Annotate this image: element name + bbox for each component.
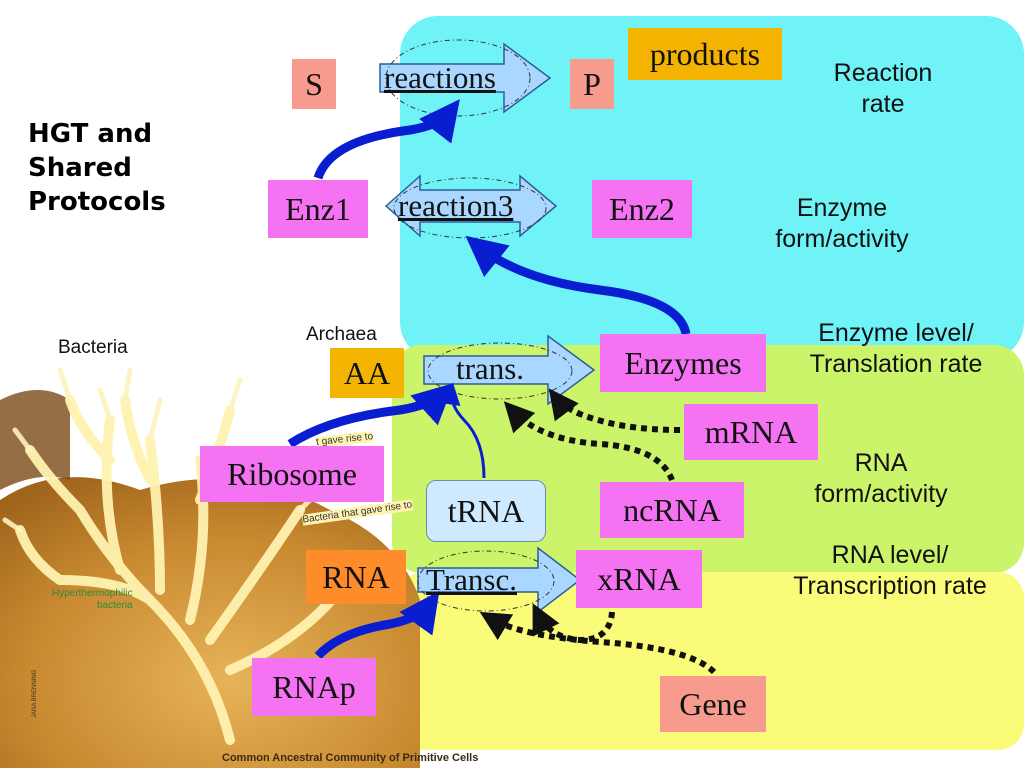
reaction3-double-arrow — [384, 174, 558, 238]
substrate-box: S — [292, 59, 336, 109]
gene-to-transc-dotted-arrow — [479, 611, 717, 675]
rnap-box: RNAp — [252, 658, 376, 716]
rna-form-label: RNA form/activity — [814, 449, 948, 509]
enz1-box: Enz1 — [268, 180, 368, 238]
transc-dashed-ellipse — [417, 550, 555, 612]
rna-level-label: RNA level/ Transcription rate — [793, 541, 987, 601]
archaea-label: Archaea — [306, 324, 377, 345]
bacteria-label: Bacteria — [58, 337, 128, 358]
product-box: P — [570, 59, 614, 109]
enzymes-to-reaction3-arrow — [465, 235, 691, 336]
reactions-label: reactions — [384, 60, 496, 95]
rnap-to-transc-arrow — [314, 590, 440, 660]
ribosome-box: Ribosome — [200, 446, 384, 502]
aa-box: AA — [330, 348, 404, 398]
enzyme-form-label: Enzyme form/activity — [775, 194, 909, 254]
common-ancestral-label: Common Ancestral Community of Primitive … — [222, 752, 479, 764]
products-box: products — [628, 28, 782, 80]
enz2-box: Enz2 — [592, 180, 692, 238]
slide-title: HGT and Shared Protocols — [28, 119, 166, 217]
reaction3-label: reaction3 — [398, 188, 514, 223]
reaction-rate-label: Reaction rate — [833, 59, 933, 119]
reactions-block-arrow — [379, 42, 552, 114]
rna-box: RNA — [306, 550, 406, 604]
ncrna-to-trans-dotted-arrow — [503, 401, 675, 482]
enzyme-level-label: Enzyme level/ Translation rate — [809, 319, 983, 379]
trans-label: trans. — [456, 351, 525, 386]
mrna-to-trans-dotted-arrow — [548, 388, 681, 433]
enz1-to-reactions-arrow — [313, 99, 460, 180]
ribosome-to-trans-arrow — [287, 383, 454, 448]
trna-to-trans-arrow — [439, 383, 486, 479]
trna-box: tRNA — [426, 480, 546, 542]
xrna-box: xRNA — [576, 550, 702, 608]
trans-dashed-ellipse — [427, 342, 573, 400]
transc-label: Transc. — [426, 562, 518, 597]
gene-box: Gene — [660, 676, 766, 732]
mrna-box: mRNA — [684, 404, 818, 460]
xrna-to-transc-dotted-arrow — [532, 603, 615, 644]
enzymes-box: Enzymes — [600, 334, 766, 392]
ncrna-box: ncRNA — [600, 482, 744, 538]
hyperthermophilic-label: Hyperthermophilic bacteria — [52, 588, 133, 611]
